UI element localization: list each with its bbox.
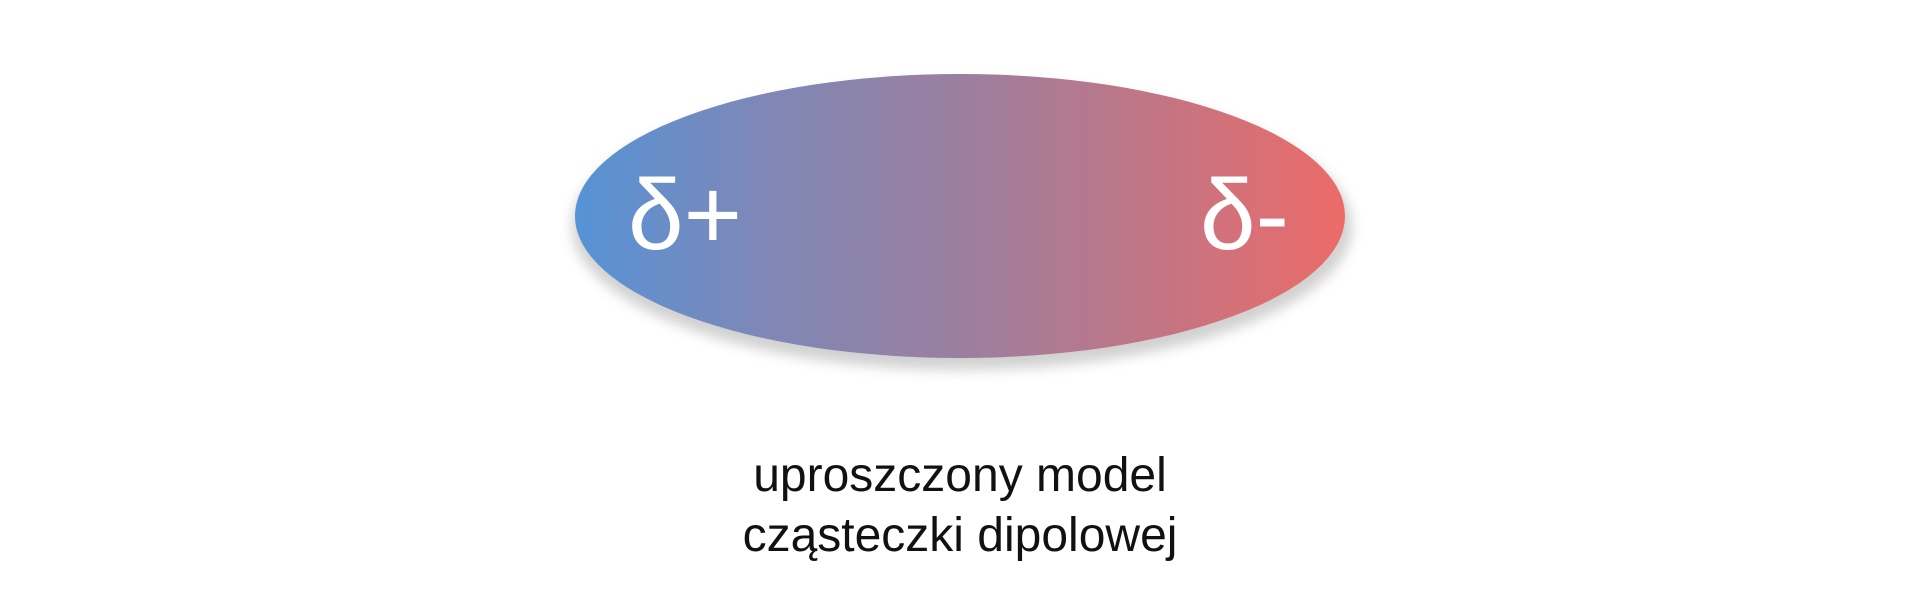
dipole-molecule-ellipse [575, 74, 1345, 358]
positive-pole-label: δ+ [628, 159, 743, 271]
diagram-caption: uproszczony model cząsteczki dipolowej [0, 446, 1920, 566]
caption-line-2: cząsteczki dipolowej [742, 509, 1178, 562]
caption-line-1: uproszczony model [753, 449, 1167, 502]
negative-pole-label: δ- [1200, 159, 1289, 271]
